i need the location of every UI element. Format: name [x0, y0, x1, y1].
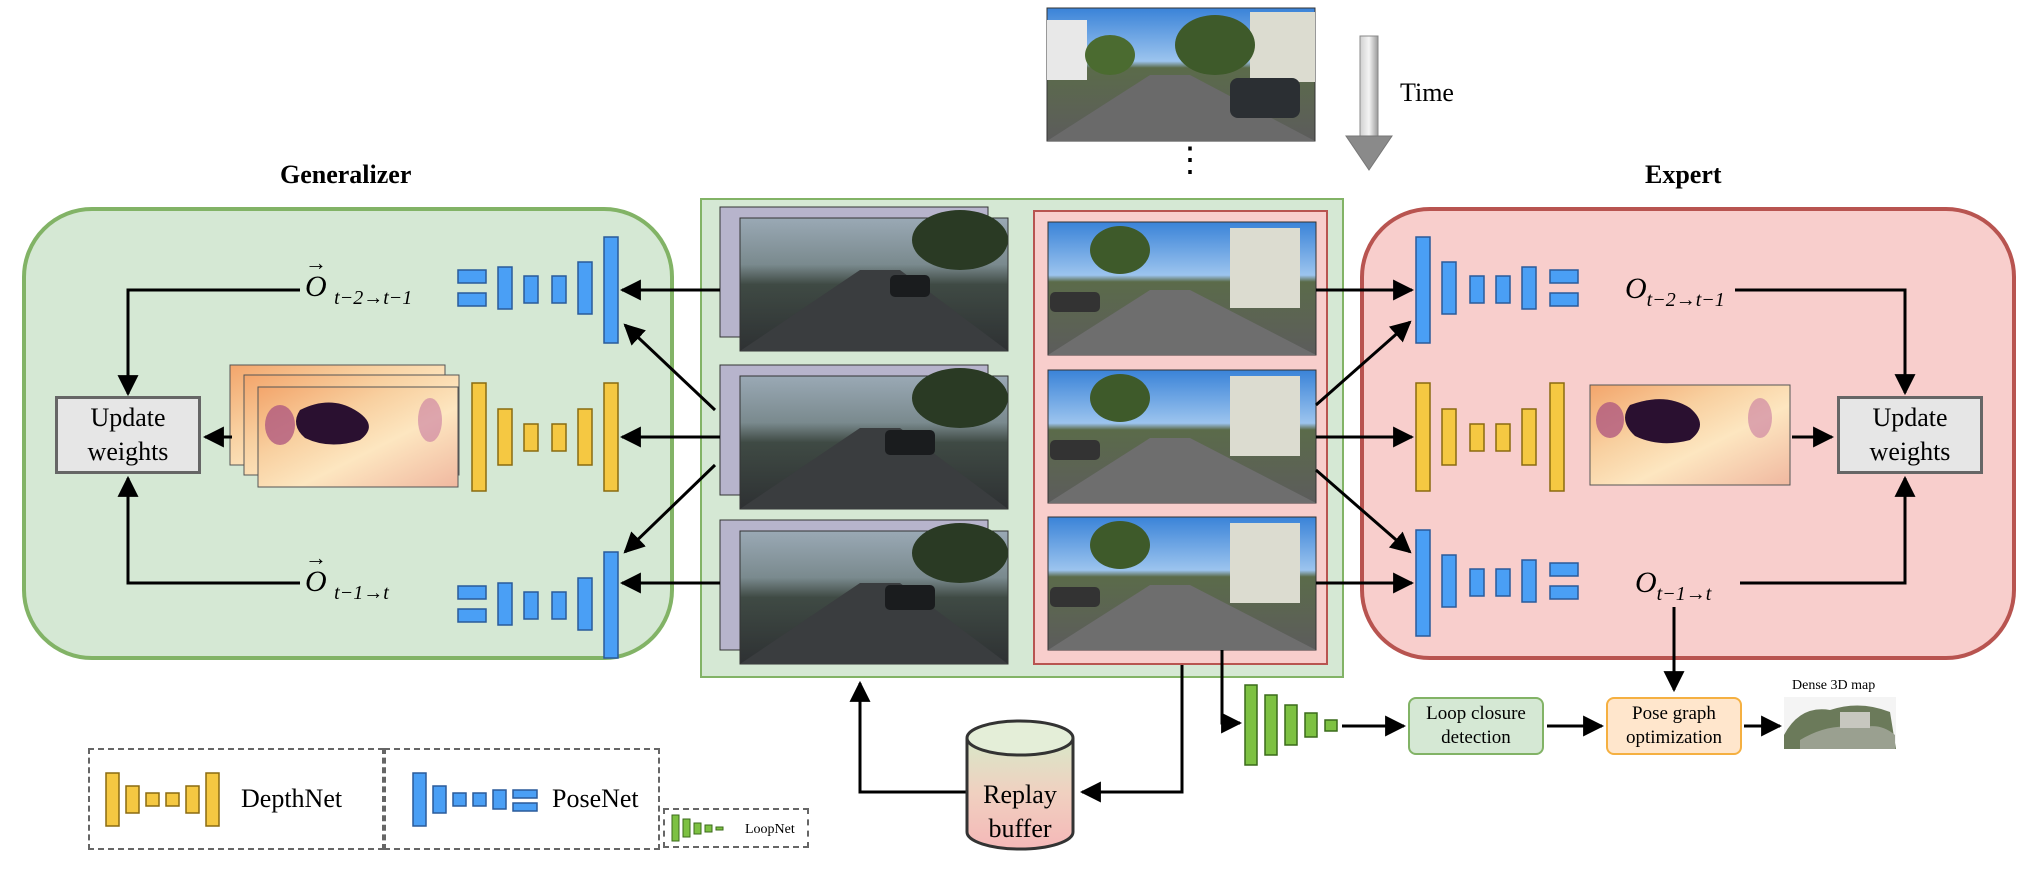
replay-buffer-cylinder-icon: [965, 719, 1075, 851]
dense-map-image: [1784, 697, 1896, 749]
legend-loopnet-icon: [671, 814, 724, 842]
arrows: [117, 279, 1916, 803]
legend-posenet-box: [384, 748, 660, 850]
generalizer-posenet-bottom: [457, 551, 619, 659]
expert-title: Expert: [1645, 160, 1722, 189]
road-scene-image: [1046, 7, 1316, 142]
expert-depthnet: [1415, 382, 1565, 492]
legend-depthnet-icon: [105, 772, 220, 827]
expert-pose-top: Ot−2→t−1: [1625, 272, 1725, 311]
legend-posenet-label: PoseNet: [552, 784, 639, 813]
generalizer-depth-maps: [229, 364, 460, 488]
generalizer-input-frames: [719, 206, 1009, 665]
legend-loopnet-box: [663, 808, 809, 848]
expert-input-frames: [1047, 221, 1317, 651]
time-arrow-icon: [1345, 35, 1393, 171]
generalizer-posenet-top: [457, 236, 619, 344]
generalizer-depthnet: [471, 382, 619, 492]
frames-ellipsis: ⋮: [1173, 142, 1207, 179]
dense-map-label: Dense 3D map: [1792, 678, 1876, 693]
expert-depth-map: [1589, 384, 1791, 486]
expert-posenet-top: [1415, 236, 1579, 344]
generalizer-pose-bottom: → O t−1→t: [305, 545, 389, 604]
loopnet-network: [1244, 684, 1338, 766]
legend-depthnet-box: [88, 748, 384, 850]
legend-loopnet-label: LoopNet: [745, 822, 795, 837]
generalizer-pose-top: → O t−2→t−1: [305, 250, 413, 309]
expert-posenet-bottom: [1415, 529, 1579, 637]
legend-posenet-icon: [412, 772, 538, 827]
expert-pose-bottom: Ot−1→t: [1635, 566, 1712, 605]
legend-depthnet-label: DepthNet: [241, 784, 343, 813]
time-label: Time: [1400, 78, 1454, 107]
generalizer-title: Generalizer: [280, 160, 412, 189]
